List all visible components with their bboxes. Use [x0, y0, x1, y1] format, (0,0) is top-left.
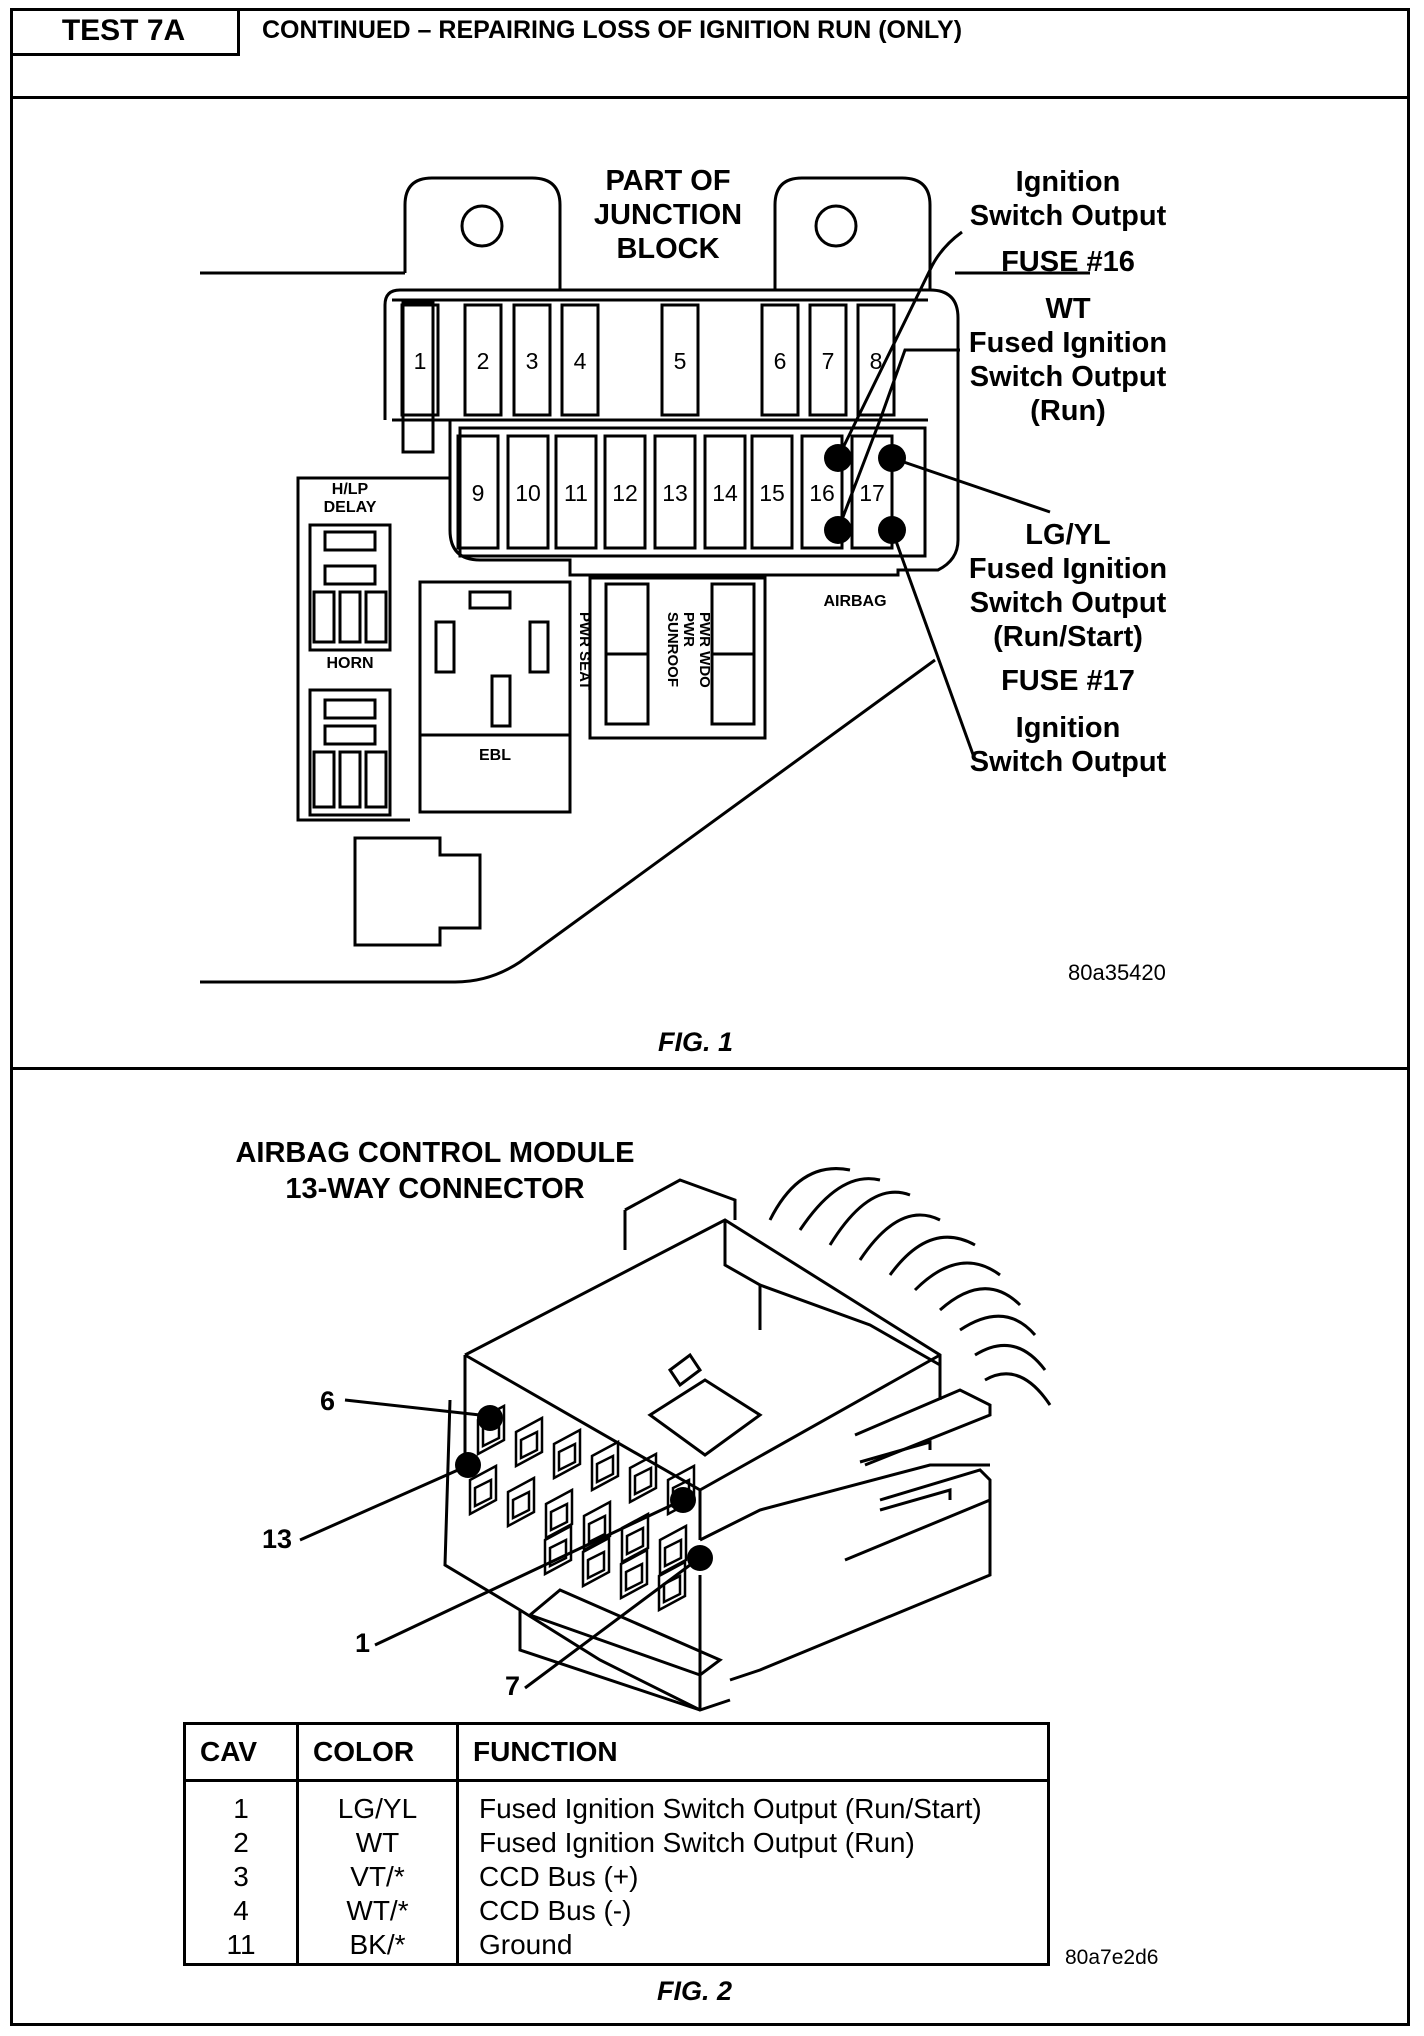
col-color: COLOR — [296, 1722, 459, 1782]
fuse-number-11: 11 — [564, 480, 588, 506]
block-title-2: JUNCTION — [594, 199, 742, 231]
pwr-wdo-label: PWR WDO — [696, 612, 713, 688]
fig2-caption: FIG. 2 — [657, 1976, 733, 2006]
page-title: CONTINUED – REPAIRING LOSS OF IGNITION R… — [262, 16, 963, 44]
cavity-11 — [620, 1511, 650, 1565]
function-column: Fused Ignition Switch Output (Run/Start)… — [456, 1780, 1050, 1965]
cavity-7 — [468, 1463, 498, 1517]
cavity-5 — [628, 1451, 658, 1505]
cavity-12 — [658, 1523, 688, 1577]
cavity-16 — [657, 1559, 687, 1613]
fuse-number-7: 7 — [822, 348, 835, 374]
callout-fuse16: FUSE #16 — [1001, 246, 1135, 278]
fuse-number-5: 5 — [674, 348, 687, 374]
fuse-number-1: 1 — [414, 348, 427, 374]
pwr-seat-label: PWR SEAT — [576, 612, 593, 690]
fuse-row-top: 1 2 3 4 5 6 7 8 — [400, 303, 896, 417]
callout-fuse17-color: LG/YL — [1025, 519, 1111, 551]
fuse-number-16: 16 — [809, 480, 835, 506]
cavity-10 — [582, 1499, 612, 1553]
color-column: LG/YL WT VT/* WT/* BK/* — [296, 1780, 459, 1965]
pwr-label: PWR — [680, 612, 697, 647]
fuse-top-7 — [808, 303, 848, 417]
fuse-number-8: 8 — [870, 348, 883, 374]
hlp-label-2: DELAY — [324, 499, 377, 516]
hlp-label-1: H/LP — [332, 481, 369, 498]
fuse-number-2: 2 — [477, 348, 490, 374]
callout-fuse16-top: Ignition Switch Output — [969, 166, 1167, 232]
block-title-3: BLOCK — [616, 233, 719, 265]
header-divider — [10, 96, 1410, 99]
block-title-1: PART OF — [605, 165, 730, 197]
cavity-15 — [619, 1547, 649, 1601]
callout-fuse17: FUSE #17 — [1001, 665, 1135, 697]
fuse-top-4 — [560, 303, 600, 417]
pin-6-label: 6 — [320, 1386, 335, 1416]
pin-1-label: 1 — [355, 1628, 370, 1658]
pin-leaders — [299, 1398, 691, 1690]
fuse-bottom-1 — [456, 434, 500, 550]
fuse-number-9: 9 — [472, 480, 485, 506]
fuse-bottom-6 — [703, 434, 747, 550]
sunroof-label: SUNROOF — [664, 612, 681, 687]
callout-fuse16-color: WT — [1045, 293, 1091, 325]
cavity-14 — [581, 1535, 611, 1589]
connector-pin-markers — [455, 1405, 713, 1571]
fuse-number-13: 13 — [662, 480, 688, 506]
airbag-label: AIRBAG — [823, 593, 886, 610]
fuse-top-5 — [660, 303, 700, 417]
page-frame — [10, 8, 1410, 2026]
cavity-4 — [590, 1439, 620, 1493]
cavity-2 — [514, 1415, 544, 1469]
fuse-bottom-5 — [653, 434, 697, 550]
col-cav: CAV — [183, 1722, 299, 1782]
fuse-top-2 — [463, 303, 503, 417]
pin-7-label: 7 — [505, 1671, 520, 1701]
fuse-row-bottom: 9 10 11 12 13 14 15 16 17 — [456, 434, 894, 550]
cavity-13 — [543, 1523, 573, 1577]
block-labels: H/LP DELAY HORN EBL AIRBAG — [324, 481, 887, 764]
fuse-number-14: 14 — [712, 480, 738, 506]
figure-divider — [10, 1067, 1410, 1070]
test-id: TEST 7A — [10, 8, 240, 56]
fuse-top-6 — [760, 303, 800, 417]
junction-block-title: PART OF JUNCTION BLOCK — [594, 165, 742, 265]
vertical-labels: PWR SEAT PWR WDO PWR SUNROOF — [576, 612, 713, 690]
fuse-number-6: 6 — [774, 348, 787, 374]
connector-title: AIRBAG CONTROL MODULE 13-WAY CONNECTOR — [235, 1137, 635, 1205]
fuse-bottom-8 — [800, 434, 844, 550]
cavity-9 — [544, 1487, 574, 1541]
fuse-bottom-3 — [554, 434, 598, 550]
pin-labels: 6 13 1 7 — [262, 1386, 520, 1701]
horn-label: HORN — [326, 655, 373, 672]
fuse-number-12: 12 — [612, 480, 638, 506]
cavity-8 — [506, 1475, 536, 1529]
callout-fuse17-bottom: Ignition Switch Output — [969, 712, 1167, 778]
fuse-number-10: 10 — [515, 480, 541, 506]
cavity-table: CAV COLOR FUNCTION 1 2 3 4 11 LG/YL WT V… — [183, 1722, 1050, 1966]
fuse-top-3 — [512, 303, 552, 417]
callout-fuse17-function: Fused Ignition Switch Output (Run/Start) — [968, 553, 1168, 653]
pin-13-label: 13 — [262, 1524, 292, 1554]
fig1-code: 80a35420 — [1068, 960, 1166, 985]
callout-fuse16-function: Fused Ignition Switch Output (Run) — [968, 327, 1168, 427]
connector-cavities — [468, 1403, 696, 1613]
cavity-3 — [552, 1427, 582, 1481]
fuse-number-4: 4 — [574, 348, 587, 374]
fuse-bottom-7 — [750, 434, 794, 550]
ebl-label: EBL — [479, 747, 511, 764]
col-function: FUNCTION — [456, 1722, 1050, 1782]
fuse-bottom-4 — [603, 434, 647, 550]
fig2-code: 80a7e2d6 — [1065, 1946, 1159, 1969]
fuse-number-17: 17 — [859, 480, 885, 506]
fuse-top-8 — [856, 303, 896, 417]
cav-column: 1 2 3 4 11 — [183, 1780, 299, 1965]
fuse-number-3: 3 — [526, 348, 539, 374]
fig1-caption: FIG. 1 — [658, 1027, 734, 1057]
airbag-connector-diagram: 6 13 1 7 — [262, 1167, 1052, 1712]
fuse-bottom-2 — [506, 434, 550, 550]
fuse-number-15: 15 — [759, 480, 785, 506]
callout-leaders — [836, 230, 1051, 761]
